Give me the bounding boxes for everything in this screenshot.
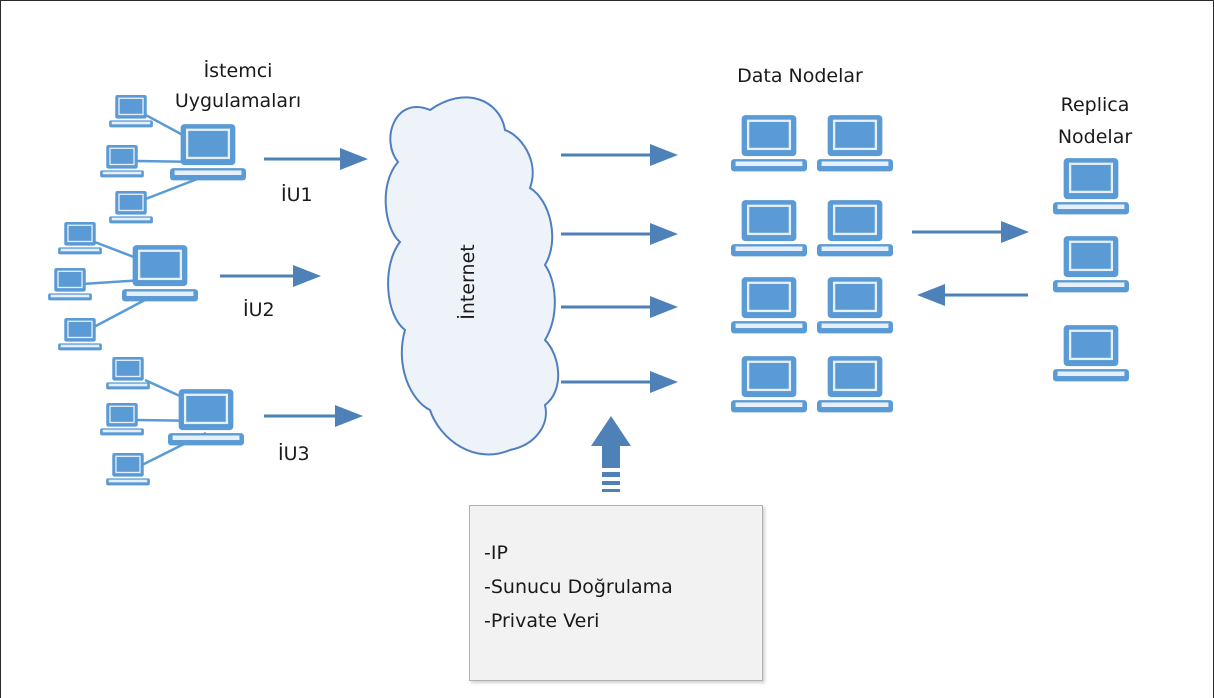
arrow-icon (220, 265, 321, 287)
laptop-icon (168, 389, 244, 446)
client-arrows (220, 148, 368, 427)
arrow-icon (912, 221, 1029, 243)
laptop-icon (1053, 158, 1129, 215)
internet-label: İnternet (457, 244, 479, 320)
arrow-icon (561, 144, 678, 166)
arrow-icon (264, 405, 363, 427)
arrow-icon (561, 371, 678, 393)
iu2-label: İU2 (243, 299, 275, 321)
laptop-icon (731, 200, 807, 257)
client-cluster-1 (100, 95, 246, 224)
info-item-ip: -IP (484, 542, 508, 564)
laptop-icon (122, 245, 198, 302)
laptop-icon (731, 277, 807, 334)
laptop-icon (58, 318, 102, 351)
laptop-icon (106, 453, 150, 486)
laptop-icon (106, 357, 150, 390)
replica-label-line1: Replica (1060, 94, 1130, 116)
laptop-icon (48, 268, 92, 301)
laptop-icon (1053, 325, 1129, 382)
replica-label-line2: Nodelar (1057, 126, 1133, 148)
data-nodes (731, 115, 893, 413)
replication-arrows (912, 221, 1029, 306)
arrow-icon (561, 223, 678, 245)
info-item-private-data: -Private Veri (484, 610, 600, 632)
laptop-icon (109, 95, 153, 128)
laptop-icon (817, 277, 893, 334)
data-nodes-label: Data Nodelar (737, 65, 863, 87)
client-cluster-2 (48, 222, 198, 351)
laptop-icon (58, 222, 102, 255)
laptop-icon (731, 115, 807, 172)
arrow-icon (264, 148, 368, 170)
cloud-icon (384, 96, 560, 456)
info-box: -IP -Sunucu Doğrulama -Private Veri (469, 505, 763, 681)
laptop-icon (100, 403, 144, 436)
laptop-icon (1053, 236, 1129, 293)
laptop-icon (109, 191, 153, 224)
info-item-server-auth: -Sunucu Doğrulama (484, 576, 673, 598)
laptop-icon (817, 200, 893, 257)
laptop-icon (817, 356, 893, 413)
laptop-icon (817, 115, 893, 172)
info-list: -IP -Sunucu Doğrulama -Private Veri (470, 506, 762, 638)
arrow-icon (917, 284, 1028, 306)
laptop-icon (100, 145, 144, 178)
client-apps-label-line1: İstemci (203, 60, 273, 82)
arrow-icon (561, 296, 678, 318)
iu3-label: İU3 (278, 443, 310, 465)
iu1-label: İU1 (281, 184, 313, 206)
client-apps-label-line2: Uygulamaları (174, 90, 302, 112)
laptop-icon (170, 124, 246, 181)
up-arrow-icon (591, 416, 631, 492)
laptop-icon (731, 356, 807, 413)
replica-nodes (1053, 158, 1129, 382)
internet-arrows (561, 144, 678, 393)
